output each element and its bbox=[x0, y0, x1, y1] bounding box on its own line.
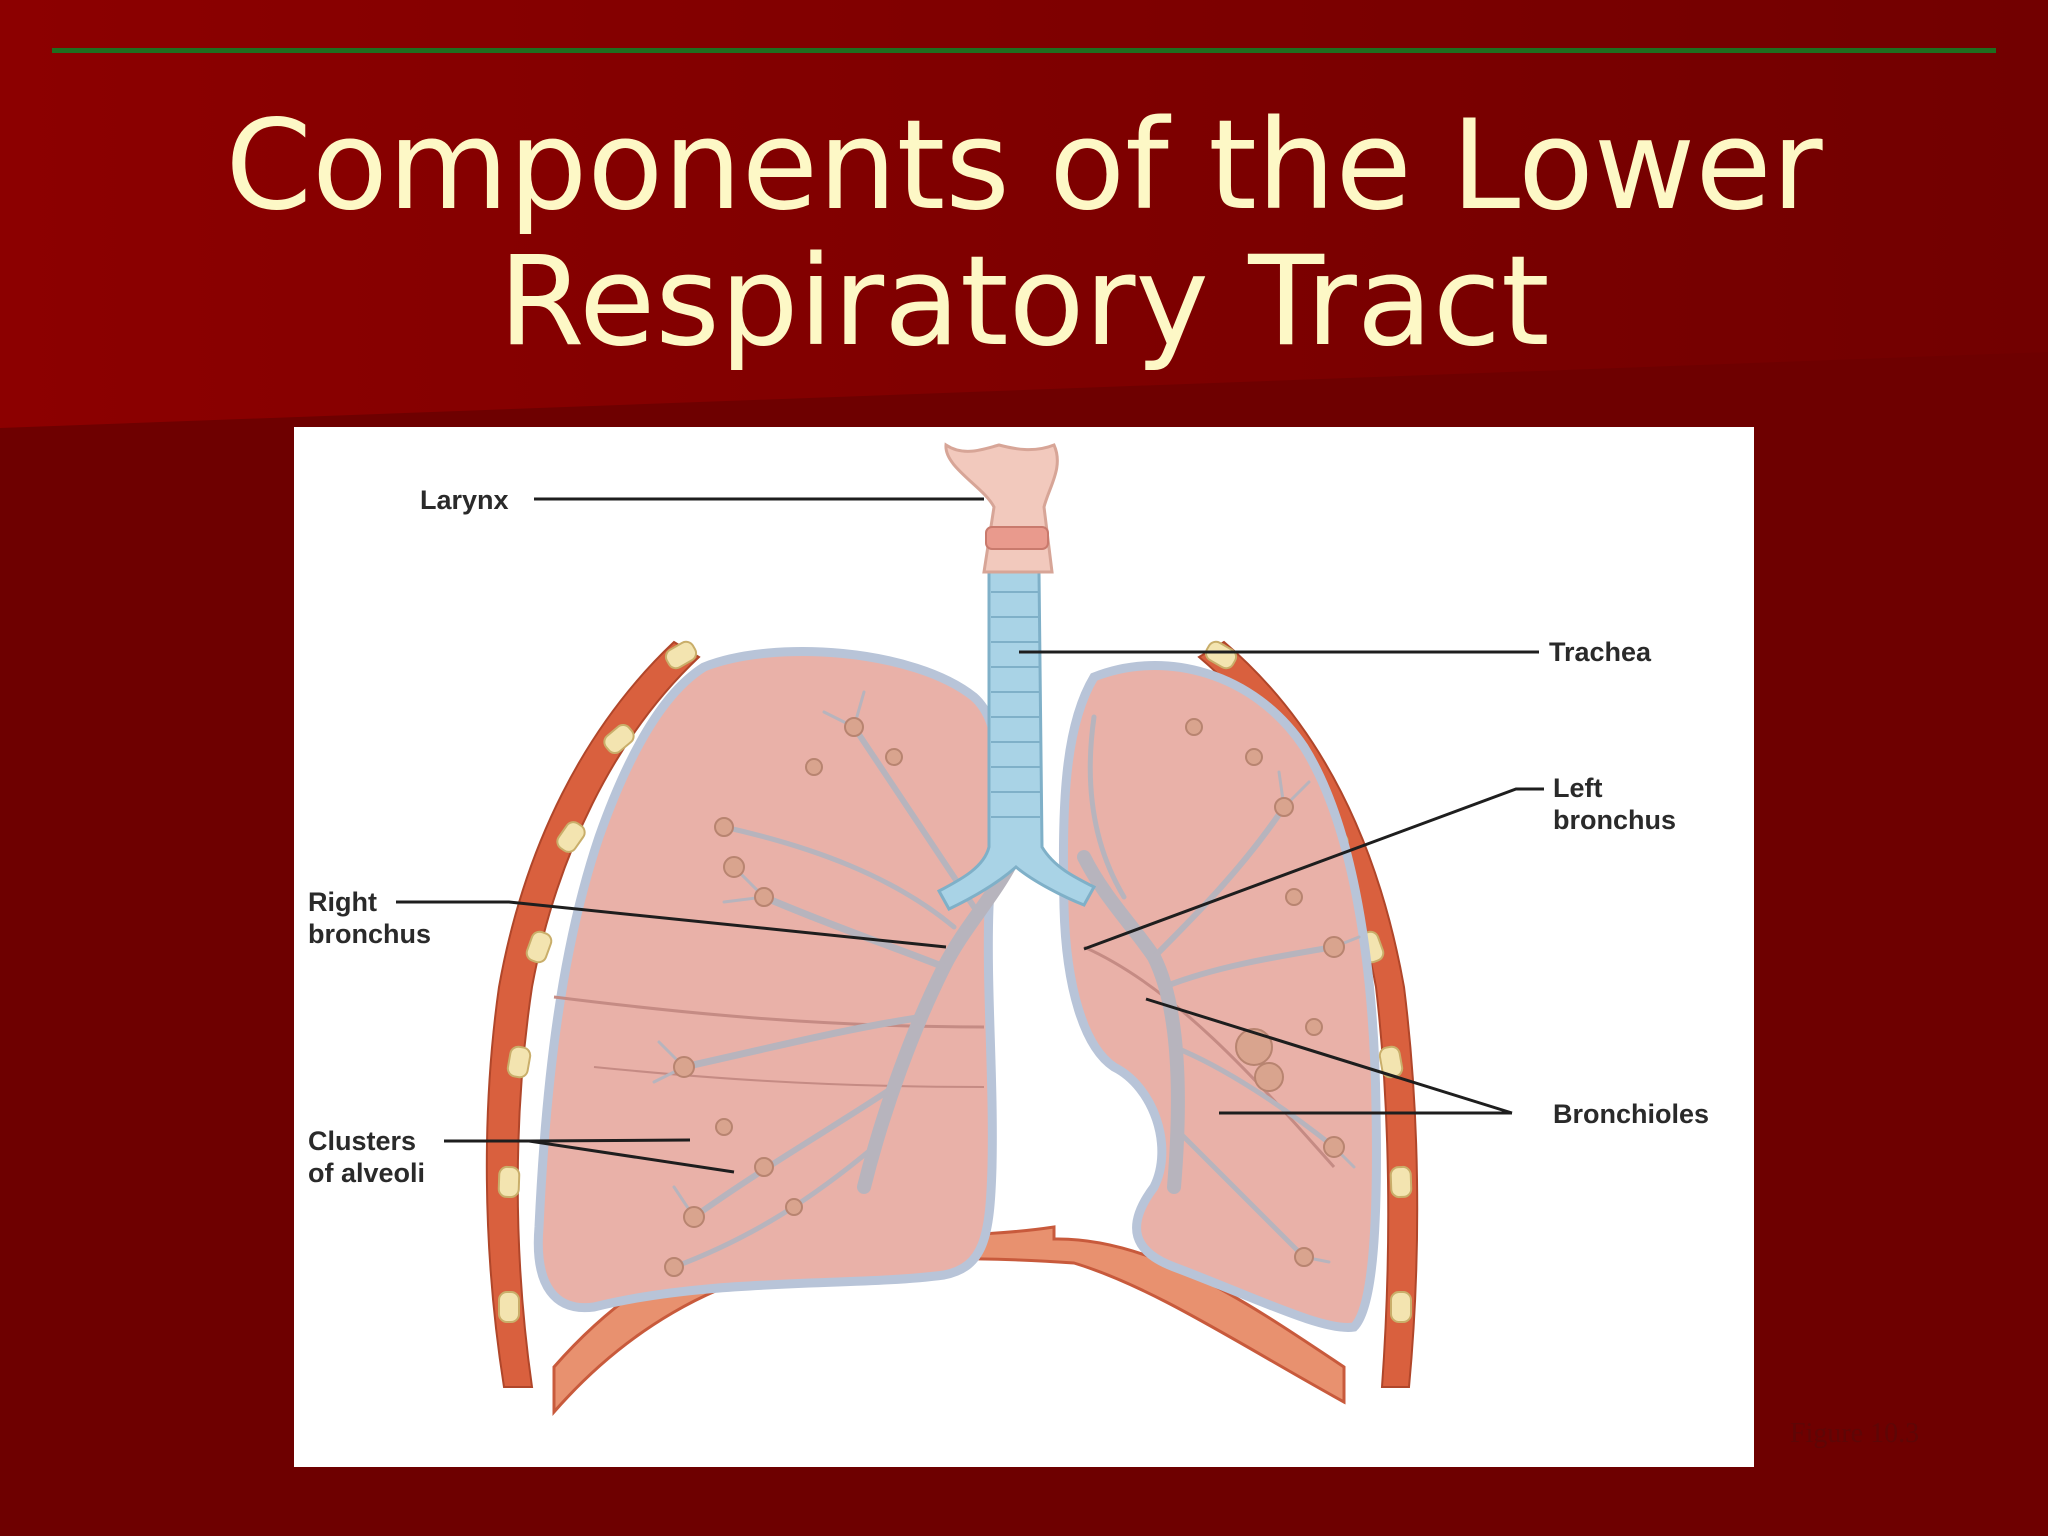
title-line-2: Respiratory Tract bbox=[498, 230, 1550, 374]
label-bronchioles: Bronchioles bbox=[1553, 1099, 1709, 1129]
title-divider bbox=[52, 48, 1996, 53]
leader-lines bbox=[396, 497, 1544, 1174]
label-right-bronchus-1: Right bbox=[308, 887, 377, 917]
left-lung-fissure bbox=[1083, 945, 1336, 1168]
label-trachea: Trachea bbox=[1549, 637, 1652, 667]
label-right-bronchus-2: bronchus bbox=[308, 919, 431, 949]
tracheal-rings bbox=[991, 591, 1040, 818]
label-left-bronchus-1: Left bbox=[1553, 773, 1603, 803]
left-lung bbox=[1058, 661, 1381, 1332]
alveoli-clusters bbox=[664, 717, 1345, 1277]
label-left-bronchus-2: bronchus bbox=[1553, 805, 1676, 835]
figure-caption: Figure 10.3 bbox=[1790, 1418, 1920, 1449]
title-line-1: Components of the Lower bbox=[225, 94, 1823, 238]
right-lung-fissure-2 bbox=[593, 1066, 985, 1088]
larynx bbox=[944, 442, 1059, 574]
lung-diagram: Larynx Trachea Left bronchus Right bronc… bbox=[294, 427, 1754, 1467]
slide-title: Components of the Lower Respiratory Trac… bbox=[0, 98, 2048, 370]
larynx-cartilage bbox=[985, 526, 1049, 550]
label-alveoli-2: of alveoli bbox=[308, 1158, 425, 1188]
lung-illustration: Larynx Trachea Left bronchus Right bronc… bbox=[308, 442, 1709, 1416]
label-larynx: Larynx bbox=[420, 485, 509, 515]
trachea bbox=[936, 570, 1097, 911]
label-alveoli-1: Clusters bbox=[308, 1126, 416, 1156]
